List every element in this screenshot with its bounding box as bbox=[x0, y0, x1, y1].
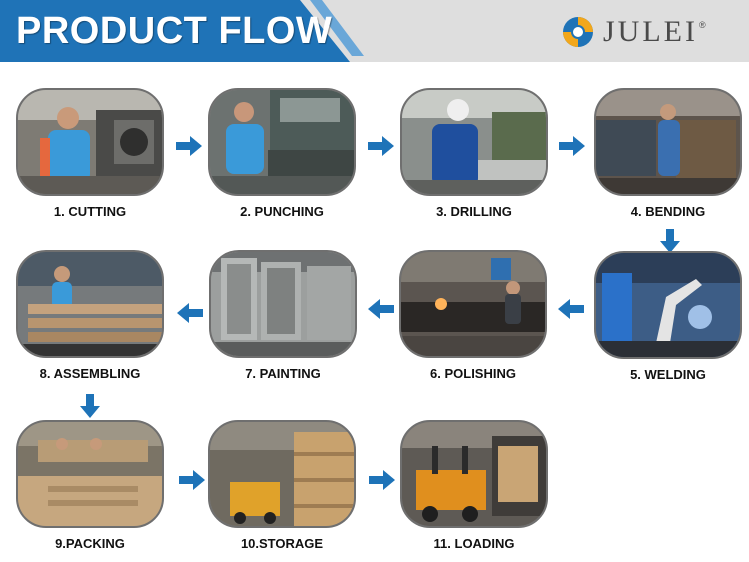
header-title-band bbox=[0, 0, 350, 62]
painting-photo-icon bbox=[211, 252, 355, 356]
arrow-right-icon bbox=[368, 136, 394, 156]
step-label: 7. PAINTING bbox=[245, 366, 321, 381]
cutting-photo-icon bbox=[18, 90, 162, 194]
step-label: 1. CUTTING bbox=[53, 204, 127, 219]
step-assembling: 8. ASSEMBLING bbox=[16, 250, 164, 381]
registered-mark: ® bbox=[698, 20, 706, 30]
step-painting: 7. PAINTING bbox=[209, 250, 357, 381]
arrow-right-icon bbox=[369, 470, 395, 490]
welding-photo bbox=[594, 251, 742, 359]
step-punching: 2. PUNCHING bbox=[208, 88, 356, 219]
arrow-left-icon bbox=[558, 299, 584, 319]
loading-photo-icon bbox=[402, 422, 546, 526]
step-welding: 5. WELDING bbox=[594, 251, 742, 382]
storage-photo-icon bbox=[210, 422, 354, 526]
arrow-right-icon bbox=[176, 136, 202, 156]
cutting-photo bbox=[16, 88, 164, 196]
step-label: 9.PACKING bbox=[55, 536, 125, 551]
step-label: 5. WELDING bbox=[630, 367, 706, 382]
step-label: 11. LOADING bbox=[433, 536, 515, 551]
step-label: 2. PUNCHING bbox=[240, 204, 324, 219]
storage-photo bbox=[208, 420, 356, 528]
painting-photo bbox=[209, 250, 357, 358]
arrow-right-icon bbox=[559, 136, 585, 156]
step-label: 3. DRILLING bbox=[436, 204, 512, 219]
brand-logo: JULEI ® bbox=[561, 14, 706, 50]
punching-photo-icon bbox=[210, 90, 354, 194]
loading-photo bbox=[400, 420, 548, 528]
polishing-photo-icon bbox=[401, 252, 545, 356]
step-storage: 10.STORAGE bbox=[208, 420, 356, 551]
step-polishing: 6. POLISHING bbox=[399, 250, 547, 381]
step-label: 4. BENDING bbox=[630, 204, 706, 219]
assembling-photo bbox=[16, 250, 164, 358]
julei-logo-icon bbox=[563, 17, 593, 47]
arrow-down-icon bbox=[660, 229, 680, 253]
bending-photo-icon bbox=[596, 90, 740, 194]
bending-photo bbox=[594, 88, 742, 196]
step-cutting: 1. CUTTING bbox=[16, 88, 164, 219]
welding-photo-icon bbox=[596, 253, 740, 357]
punching-photo bbox=[208, 88, 356, 196]
step-bending: 4. BENDING bbox=[594, 88, 742, 219]
arrow-left-icon bbox=[177, 303, 203, 323]
step-label: 6. POLISHING bbox=[430, 366, 516, 381]
arrow-right-icon bbox=[179, 470, 205, 490]
arrow-left-icon bbox=[368, 299, 394, 319]
step-label: 8. ASSEMBLING bbox=[39, 366, 141, 381]
assembling-photo-icon bbox=[18, 252, 162, 356]
packing-photo-icon bbox=[18, 422, 162, 526]
step-packing: 9.PACKING bbox=[16, 420, 164, 551]
polishing-photo bbox=[399, 250, 547, 358]
step-drilling: 3. DRILLING bbox=[400, 88, 548, 219]
page-title: PRODUCT FLOW bbox=[16, 10, 333, 52]
drilling-photo-icon bbox=[402, 90, 546, 194]
packing-photo bbox=[16, 420, 164, 528]
arrow-down-icon bbox=[80, 394, 100, 418]
step-label: 10.STORAGE bbox=[240, 536, 324, 551]
drilling-photo bbox=[400, 88, 548, 196]
logo-text: JULEI bbox=[603, 15, 698, 48]
step-loading: 11. LOADING bbox=[400, 420, 548, 551]
